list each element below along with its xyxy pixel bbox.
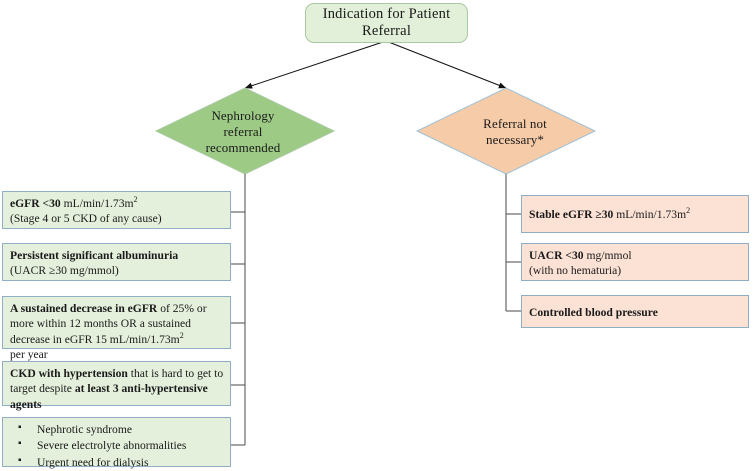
criteria-ckdhtn-line2-bold: at least 3 anti-hypertensive bbox=[74, 382, 208, 396]
criteria-egfr-superscript: 2 bbox=[133, 195, 138, 205]
criteria-box-uacr-under-30: UACR <30 mg/mmol (with no hematuria) bbox=[521, 243, 749, 281]
criteria-egfr-bold: eGFR <30 bbox=[10, 197, 61, 210]
criteria-uacr-line2: (with no hematuria) bbox=[529, 264, 622, 278]
criteria-ckdhtn-line3-bold: agents bbox=[10, 397, 42, 411]
criteria-stable-egfr-bold: Stable eGFR ≥30 bbox=[529, 208, 614, 221]
urgent-indications-list: Nephrotic syndrome Severe electrolyte ab… bbox=[10, 421, 224, 471]
decision-left-line3: recommended bbox=[205, 139, 281, 155]
criteria-box-controlled-blood-pressure: Controlled blood pressure bbox=[521, 295, 749, 328]
criteria-bp-bold: Controlled blood pressure bbox=[529, 306, 658, 319]
criteria-egfr-tail: mL/min/1.73m bbox=[60, 197, 134, 210]
criteria-decrease-superscript: 2 bbox=[179, 330, 184, 340]
criteria-albuminuria-line2: (UACR ≥30 mg/mmol) bbox=[10, 264, 119, 278]
criteria-box-sustained-egfr-decrease: A sustained decrease in eGFR of 25% or m… bbox=[2, 296, 231, 361]
criteria-box-egfr-under-30: eGFR <30 mL/min/1.73m2 (Stage 4 or 5 CKD… bbox=[2, 191, 231, 229]
criteria-uacr-tail: mg/mmol bbox=[583, 249, 632, 262]
decision-right-line1: Referral not bbox=[483, 116, 547, 131]
criteria-ckdhtn-bold: CKD with hypertension bbox=[10, 367, 128, 380]
arrow-root-to-right-diamond bbox=[385, 40, 507, 89]
criteria-ckdhtn-tail: that is hard to get to bbox=[127, 367, 224, 380]
list-item: Severe electrolyte abnormalities bbox=[10, 437, 224, 454]
criteria-decrease-line3: decrease in eGFR 15 mL/min/1.73m bbox=[10, 332, 180, 346]
criteria-box-stable-egfr: Stable eGFR ≥30 mL/min/1.73m2 bbox=[521, 195, 749, 233]
decision-label-referral-not-necessary: Referral not necessary* bbox=[440, 116, 590, 148]
arrow-root-to-left-diamond bbox=[244, 40, 387, 89]
criteria-stable-egfr-tail: mL/min/1.73m bbox=[613, 208, 687, 221]
root-title-line2: Referral bbox=[361, 23, 412, 39]
list-item: Nephrotic syndrome bbox=[10, 421, 224, 438]
criteria-uacr-bold: UACR <30 bbox=[529, 249, 584, 262]
criteria-box-persistent-albuminuria: Persistent significant albuminuria (UACR… bbox=[2, 243, 231, 281]
criteria-stable-egfr-superscript: 2 bbox=[686, 206, 691, 216]
criteria-ckdhtn-line2: target despite bbox=[10, 382, 75, 396]
decision-left-line1: Nephrology bbox=[211, 108, 275, 123]
criteria-box-ckd-with-hypertension: CKD with hypertension that is hard to ge… bbox=[2, 361, 231, 411]
criteria-albuminuria-bold: Persistent significant albuminuria bbox=[10, 249, 179, 262]
decision-right-line2: necessary* bbox=[485, 131, 545, 147]
criteria-decrease-bold: A sustained decrease in eGFR bbox=[10, 302, 158, 315]
criteria-decrease-line2: more within 12 months OR a sustained bbox=[10, 317, 191, 331]
criteria-box-other-urgent-indications: Nephrotic syndrome Severe electrolyte ab… bbox=[2, 417, 231, 469]
decision-left-line2: referral bbox=[223, 123, 263, 139]
criteria-decrease-tail: of 25% or bbox=[157, 302, 207, 315]
decision-label-nephrology-referral: Nephrology referral recommended bbox=[168, 108, 318, 156]
root-node-indication-for-patient-referral: Indication for Patient Referral bbox=[305, 3, 468, 43]
list-item: Urgent need for dialysis bbox=[10, 454, 224, 471]
criteria-egfr-line2: (Stage 4 or 5 CKD of any cause) bbox=[10, 212, 162, 226]
criteria-decrease-line4: per year bbox=[10, 348, 48, 362]
root-title-line1: Indication for Patient bbox=[322, 5, 451, 22]
